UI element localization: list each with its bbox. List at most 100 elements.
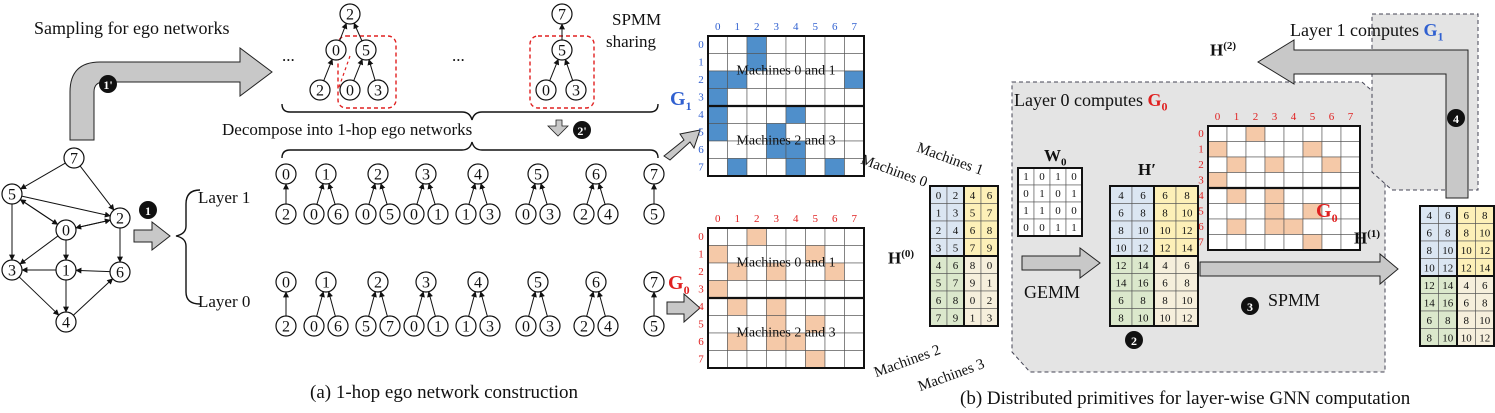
h0-matrix-value: 2 — [987, 295, 993, 307]
g0-matrix-bottom-text: Machines 2 and 3 — [736, 326, 835, 341]
g0-small-matrix-row-idx: 2 — [1198, 159, 1204, 171]
g1-matrix-cell — [766, 105, 787, 124]
h0-matrix-value: 0 — [987, 260, 993, 272]
g0-small-matrix-row-idx: 5 — [1198, 205, 1204, 217]
graph-node-label: 0 — [332, 43, 340, 60]
hprime-matrix-value: 12 — [1182, 312, 1193, 324]
h0-matrix-value: 9 — [970, 277, 976, 289]
layer0-ego-leaf — [479, 315, 501, 337]
layer0-ego-leaf — [403, 315, 425, 337]
g0-small-matrix-cell — [1226, 141, 1247, 158]
w0-value: 1 — [1023, 171, 1029, 183]
layer0-title: Layer 0 computes G0 — [1014, 90, 1168, 114]
g0-small-matrix-cell — [1207, 156, 1228, 173]
g1-matrix-cell — [824, 88, 845, 107]
g1-matrix-cell — [727, 158, 748, 177]
g0-small-matrix-col-idx: 1 — [1234, 111, 1240, 123]
hprime-matrix-value: 8 — [1162, 207, 1168, 219]
w0-value: 0 — [1071, 205, 1077, 217]
g0-matrix-cell — [785, 350, 806, 369]
h1-matrix-value: 10 — [1442, 332, 1454, 344]
hprime-matrix-value: 12 — [1160, 242, 1171, 254]
hprime-matrix-value: 10 — [1138, 312, 1150, 324]
hprime-matrix-value: 10 — [1182, 295, 1194, 307]
g0-matrix-cell — [844, 297, 865, 316]
g0-small-matrix-cell — [1226, 203, 1247, 220]
w0-value: 1 — [1055, 222, 1061, 234]
graph-edge — [379, 291, 388, 317]
g1-matrix-cell — [766, 88, 787, 107]
g0-matrix-cell — [844, 315, 865, 334]
g0-small-matrix-cell — [1245, 156, 1266, 173]
big-graph-node-5 — [1, 183, 23, 205]
g0-matrix-cell — [746, 280, 767, 299]
h1-matrix-value: 6 — [1445, 210, 1451, 222]
h1-matrix-value: 10 — [1442, 245, 1454, 257]
layer0-ego-root-5 — [527, 271, 549, 293]
gemm-arrow — [1021, 247, 1101, 279]
graph-edge — [316, 183, 325, 205]
layer0-ego-leaf — [427, 315, 449, 337]
decompose-label: Decompose into 1-hop ego networks — [222, 120, 473, 139]
w0-label: W0 — [1044, 146, 1067, 169]
g1-matrix-cell — [746, 35, 767, 54]
graph-node-label: 3 — [486, 319, 494, 336]
hprime-matrix-value: 8 — [1184, 277, 1190, 289]
h0-matrix-value: 3 — [987, 312, 993, 324]
g1-matrix-row-idx: 6 — [698, 144, 704, 156]
g0-small-matrix-row-idx: 7 — [1198, 236, 1204, 248]
g0-matrix-col-idx: 6 — [832, 213, 838, 225]
layer0-ego-root-2 — [367, 271, 389, 293]
graph-node-label: 1 — [462, 207, 470, 224]
graph-edge — [597, 183, 606, 205]
g0-matrix-cell — [805, 227, 826, 246]
hprime-matrix-value: 4 — [1162, 260, 1168, 272]
g0-matrix-cell — [805, 297, 826, 316]
g0-small-matrix-cell — [1283, 141, 1304, 158]
g0-matrix-cell — [707, 297, 728, 316]
g1-matrix-cell — [746, 88, 767, 107]
g0-matrix-cell — [766, 350, 787, 369]
big-graph-node-1 — [55, 259, 77, 281]
hprime-matrix-value: 8 — [1118, 312, 1124, 324]
hprime-matrix-value: 6 — [1184, 260, 1190, 272]
graph-edge — [416, 183, 425, 205]
g0-small-matrix-cell — [1245, 141, 1266, 158]
g1-matrix-cell — [707, 105, 728, 124]
graph-edge — [323, 58, 334, 81]
graph-edge — [586, 183, 595, 205]
hprime-matrix-value: 8 — [1140, 207, 1146, 219]
graph-edge — [316, 291, 325, 317]
h0-matrix-value: 3 — [953, 207, 959, 219]
graph-node-label: 0 — [310, 207, 318, 224]
decompose-arrow — [547, 119, 569, 137]
graph-node-label: 7 — [650, 167, 658, 184]
g0-small-matrix-cell — [1226, 218, 1247, 235]
h1-matrix-value: 8 — [1427, 332, 1433, 344]
ego-top-root — [339, 3, 361, 25]
graph-node-label: 2 — [282, 319, 290, 336]
graph-node-label: 2 — [580, 207, 588, 224]
g0-small-matrix-cell — [1226, 187, 1247, 204]
g1-matrix-col-idx: 6 — [832, 21, 838, 33]
g1-matrix-cell — [824, 35, 845, 54]
g1-matrix-cell — [805, 88, 826, 107]
to-g1-arrow — [663, 129, 701, 161]
g1-matrix-cell — [844, 123, 865, 142]
graph-node-label: 1 — [434, 319, 442, 336]
g0-small-matrix-cell — [1283, 156, 1304, 173]
g1-matrix-cell — [707, 123, 728, 142]
layer1-ego-root-6 — [585, 163, 607, 185]
graph-edge — [539, 291, 548, 317]
g0-matrix-cell — [727, 350, 748, 369]
g1-matrix-cell — [805, 35, 826, 54]
graph-node-label: 0 — [522, 207, 530, 224]
step-3-badge — [1241, 297, 1259, 315]
w0-value: 0 — [1071, 171, 1077, 183]
layer1-ego-root-1 — [315, 163, 337, 185]
g0-matrix-cell — [785, 297, 806, 316]
step-3-badge-label: 3 — [1247, 300, 1253, 314]
g0-small-matrix-cell — [1207, 187, 1228, 204]
big-graph-node-4 — [55, 311, 77, 333]
graph-node-label: 2 — [374, 275, 382, 292]
